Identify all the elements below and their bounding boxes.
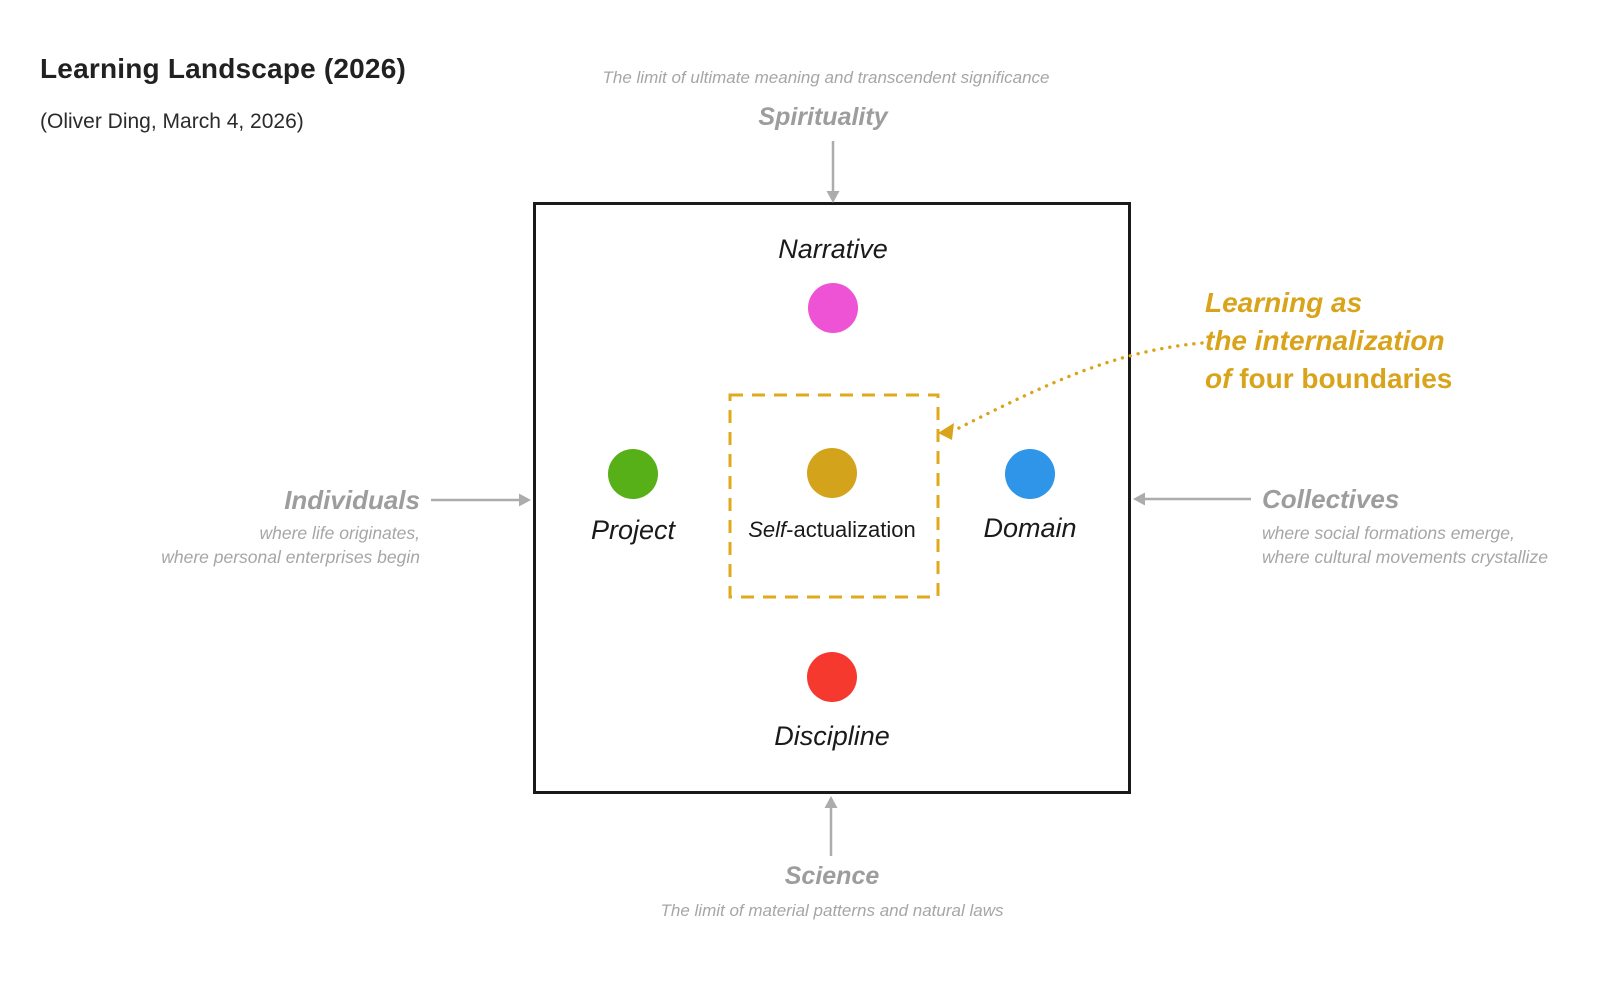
science-label: Science — [784, 862, 880, 890]
page-title: Learning Landscape (2026) — [40, 53, 407, 84]
learning-annotation: Learning as the internalization of four … — [1205, 284, 1452, 398]
learning-annotation-line3-italic-part: of — [1205, 363, 1240, 394]
individuals-description-line2: where personal enterprises begin — [161, 547, 420, 567]
self-actualization-dot — [807, 448, 857, 498]
collectives-description: where social formations emerge, where cu… — [1262, 521, 1548, 569]
discipline-label: Discipline — [774, 721, 890, 751]
self-actualization-label-italic-part: Self — [748, 517, 787, 542]
landscape-frame — [533, 202, 1131, 794]
project-label: Project — [590, 515, 676, 545]
learning-annotation-line3: of four boundaries — [1205, 360, 1452, 398]
narrative-label: Narrative — [778, 234, 888, 264]
discipline-dot — [807, 652, 857, 702]
spirituality-arrowhead — [826, 191, 840, 203]
collectives-description-line2: where cultural movements crystallize — [1262, 547, 1548, 567]
self-actualization-label-regular-part: -actualization — [786, 517, 916, 542]
learning-annotation-line1: Learning as — [1205, 287, 1363, 318]
learning-annotation-line2: the internalization — [1205, 325, 1445, 356]
domain-label: Domain — [983, 513, 1077, 543]
collectives-label: Collectives — [1262, 484, 1400, 514]
spirituality-label: Spirituality — [758, 103, 888, 131]
learning-annotation-line3-regular-part: four boundaries — [1239, 363, 1453, 394]
collectives-arrowhead — [1133, 492, 1145, 506]
individuals-arrowhead — [519, 493, 531, 507]
annotation-arrowhead — [938, 423, 954, 440]
domain-dot — [1005, 449, 1055, 499]
individuals-description-line1: where life originates, — [259, 523, 421, 543]
science-description: The limit of material patterns and natur… — [660, 901, 1004, 920]
project-dot — [608, 449, 658, 499]
narrative-dot — [808, 283, 858, 333]
self-actualization-dashed-box — [728, 393, 940, 599]
author-byline: (Oliver Ding, March 4, 2026) — [40, 110, 304, 133]
individuals-label: Individuals — [284, 485, 420, 515]
collectives-description-line1: where social formations emerge, — [1262, 523, 1515, 543]
individuals-description: where life originates, where personal en… — [161, 521, 420, 569]
science-arrowhead — [824, 796, 838, 808]
self-actualization-label: Self-actualization — [748, 517, 916, 543]
annotation-dotted-curve — [955, 341, 1204, 431]
spirituality-description: The limit of ultimate meaning and transc… — [602, 68, 1050, 87]
